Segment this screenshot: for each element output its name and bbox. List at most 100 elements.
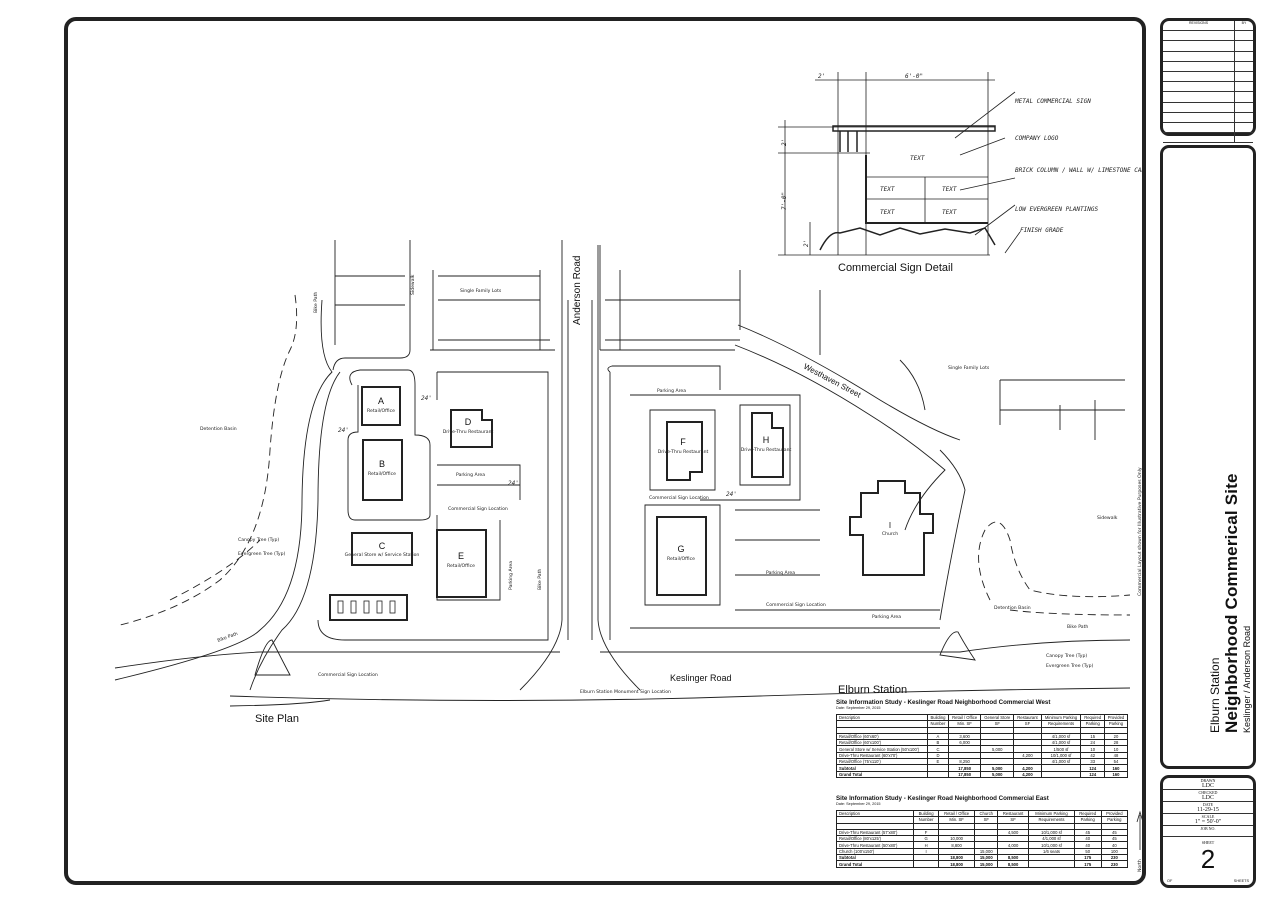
drawn-label: DRAWN: [1200, 778, 1216, 783]
building-a: [361, 386, 401, 426]
site-plan: [114, 240, 1131, 707]
label-evergreen-tree-east: Evergreen Tree (Typ): [1046, 663, 1094, 669]
sign-text-4: TEXT: [942, 209, 957, 216]
site-plan-title: Site Plan: [255, 713, 299, 725]
dim-sign-height: 2': [781, 139, 788, 146]
dim-24-3: 24': [508, 480, 519, 487]
parking-curbs-west: [317, 369, 549, 641]
column-header: Minimum Parking: [1028, 809, 1075, 818]
building-f-use: Drive-Thru Restaurant: [658, 449, 709, 455]
scale-value: 1" = 50'-0": [1194, 818, 1222, 825]
westhaven-street: [734, 324, 966, 621]
label-sidewalk-west: Sidewalk: [410, 274, 416, 295]
column-header: Retail / Office: [948, 713, 982, 722]
column-header: Building: [926, 713, 950, 722]
scale-label: SCALE: [1201, 814, 1215, 819]
revision-row: [1163, 122, 1253, 134]
table-cell: 18,800: [937, 860, 976, 868]
label-sign-location-3: Commercial Sign Location: [649, 495, 709, 501]
keslinger-road: [114, 639, 1131, 707]
site-plan-labels: Single Family Lots Single Family Lots An…: [200, 256, 1144, 872]
column-header: Required: [1080, 713, 1105, 722]
lot-lines-east: [599, 245, 1125, 440]
canopy-structure: [329, 594, 408, 621]
table-east: Site Information Study - Keslinger Road …: [835, 795, 1129, 868]
table-cell: 175: [1073, 860, 1102, 868]
revision-row: [1163, 41, 1253, 52]
title-block: Elburn Station Neighborhood Commerical S…: [1160, 145, 1256, 769]
detention-basin-west: [119, 294, 298, 626]
lot-lines-west: [332, 240, 555, 371]
table-cell: 160: [1103, 770, 1129, 778]
table-cell: Grand Total: [836, 770, 928, 778]
north-arrow-icon: [1136, 810, 1144, 850]
label-bike-path-nw: Bike Path: [313, 292, 319, 313]
note-metal-sign: METAL COMMERCIAL SIGN: [1014, 98, 1091, 105]
label-bike-path-east: Bike Path: [1067, 624, 1088, 630]
label-bike-path-center: Bike Path: [537, 569, 543, 590]
revision-row: [1163, 102, 1253, 113]
illustrative-note: Commercial Layout shown for Illustrative…: [1137, 467, 1143, 596]
table-cell: [913, 860, 939, 868]
table-east-date: Date: September 29, 2015: [836, 802, 881, 806]
parking-curbs-east: [607, 365, 940, 640]
label-monument-sign: Elburn Station Monument Sign Location: [580, 689, 671, 695]
sign-text-3: TEXT: [880, 209, 895, 216]
detention-basin-east: [978, 521, 1131, 616]
note-company-logo: COMPANY LOGO: [1015, 135, 1059, 142]
building-f-id: F: [680, 437, 686, 447]
revisions-label: REVISIONS: [1163, 21, 1235, 31]
note-finish-grade: FINISH GRADE: [1020, 227, 1064, 234]
label-parking-area-2: Parking Area: [508, 561, 514, 590]
building-footprints: [329, 386, 934, 621]
anderson-road: [519, 240, 641, 691]
of-label: OF: [1167, 879, 1173, 883]
building-b-use: Retail/Office: [368, 471, 396, 477]
dim-total-height: 7'-0": [781, 192, 788, 210]
checked-label: CHECKED: [1198, 790, 1218, 795]
dim-col-width: 2': [818, 73, 825, 80]
checked-value: LDC: [1202, 794, 1214, 801]
column-header: Restaurant: [1013, 713, 1042, 722]
building-h: [751, 412, 784, 478]
building-g: [656, 516, 707, 596]
label-parking-area-3: Parking Area: [657, 388, 686, 394]
column-header: General Store: [980, 713, 1015, 722]
job-label: JOB NO.: [1200, 826, 1216, 831]
revision-row: [1163, 133, 1253, 144]
column-header: Provided: [1103, 713, 1129, 722]
building-f: [666, 421, 703, 481]
table-cell: [926, 770, 950, 778]
table-cell: [1028, 860, 1075, 868]
sign-detail: 2' 6'-0" 2' 7'-0" 2' TEXT TEXT TEXT TEXT…: [778, 72, 1145, 274]
date-label: DATE: [1202, 802, 1214, 807]
building-a-id: A: [378, 396, 384, 406]
label-keslinger-road: Keslinger Road: [670, 673, 732, 683]
revision-row: [1163, 31, 1253, 42]
column-header: Minimum Parking: [1040, 713, 1082, 722]
dim-24-1: 24': [338, 427, 349, 434]
table-cell: General Store w/ Service Station (50'x10…: [836, 745, 928, 753]
dim-24-2: 24': [421, 395, 432, 402]
dim-base-height: 2': [803, 240, 810, 247]
table-west: Site Information Study - Keslinger Road …: [836, 699, 1129, 778]
building-h-use: Drive-Thru Restaurant: [741, 447, 792, 453]
building-i-use: Church: [882, 531, 898, 537]
building-c-id: C: [379, 541, 386, 551]
revision-row: [1163, 92, 1253, 103]
table-cell: 5,000: [980, 770, 1015, 778]
building-a-use: Retail/Office: [367, 408, 395, 414]
label-sign-location-2: Commercial Sign Location: [318, 672, 378, 678]
table-west-date: Date: September 29, 2015: [836, 706, 881, 710]
project-name: Elburn Station: [1208, 657, 1222, 733]
label-canopy-tree-west: Canopy Tree (Typ): [238, 537, 279, 543]
label-single-family-lots-west: Single Family Lots: [460, 288, 502, 294]
sign-text-logo: TEXT: [910, 155, 925, 162]
